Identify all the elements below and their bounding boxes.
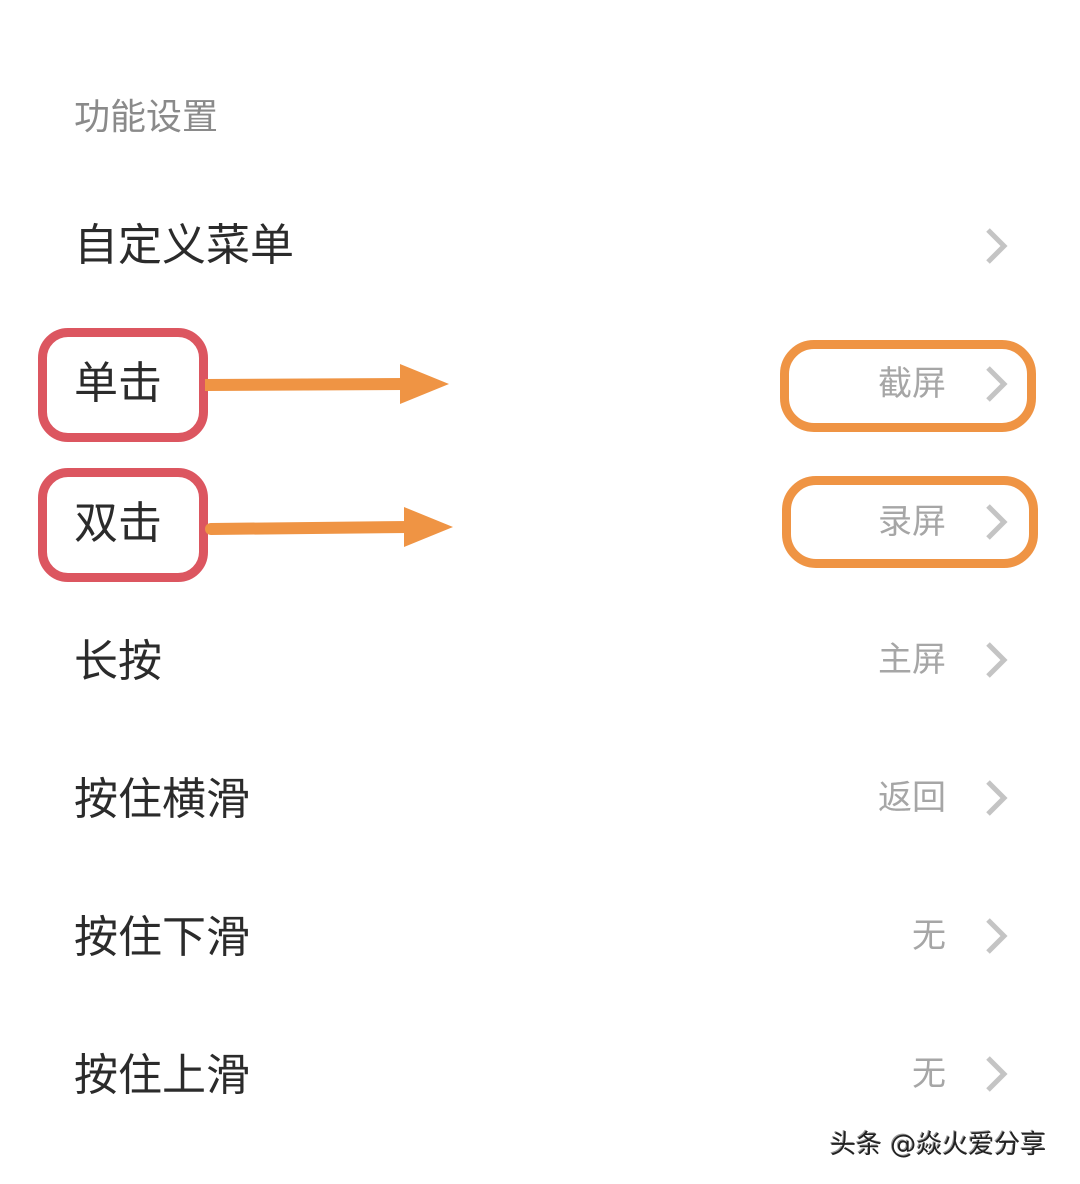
chevron-right-icon [986,918,1008,954]
row-label: 双击 [74,498,162,549]
section-title: 功能设置 [74,97,219,138]
row-value: 录屏 [878,502,946,542]
row-value: 返回 [878,778,946,818]
chevron-right-icon [986,642,1008,678]
highlight-box-single-tap [38,328,208,442]
settings-row-double-tap[interactable]: 双击 录屏 [0,454,1080,592]
row-label: 长按 [74,636,162,687]
arrow-icon [205,364,449,404]
settings-row-long-press[interactable]: 长按 主屏 [0,592,1080,730]
highlight-box-record-value [782,476,1038,568]
chevron-right-icon [986,504,1008,540]
chevron-right-icon [986,780,1008,816]
highlight-box-double-tap [38,468,208,582]
settings-row-single-tap[interactable]: 单击 截屏 [0,316,1080,454]
chevron-right-icon [986,1056,1008,1092]
arrow-icon [205,507,453,547]
row-label: 按住上滑 [74,1050,250,1101]
row-label: 单击 [74,358,162,409]
row-label: 按住横滑 [74,774,250,825]
row-label: 自定义菜单 [74,220,294,271]
settings-row-hold-swipe-horizontal[interactable]: 按住横滑 返回 [0,730,1080,868]
settings-row-hold-swipe-down[interactable]: 按住下滑 无 [0,868,1080,1006]
chevron-right-icon [986,366,1008,402]
row-value: 无 [912,1054,946,1094]
row-value: 截屏 [878,364,946,404]
row-value: 主屏 [878,640,946,680]
watermark: 头条 @焱火爱分享 [830,1130,1047,1160]
chevron-right-icon [986,228,1008,264]
settings-row-hold-swipe-up[interactable]: 按住上滑 无 [0,1006,1080,1144]
row-value: 无 [912,916,946,956]
settings-row-custom-menu[interactable]: 自定义菜单 [0,176,1080,314]
row-label: 按住下滑 [74,912,250,963]
highlight-box-screenshot-value [780,340,1036,432]
